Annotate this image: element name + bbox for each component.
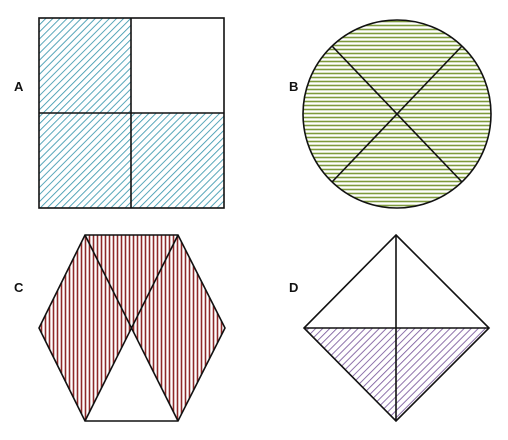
hexagon-divider-2	[84, 234, 179, 422]
panel-label-a: A	[14, 79, 24, 94]
hexagon-part-top	[85, 235, 178, 328]
square-part-bottom-right	[131, 113, 224, 208]
panel-label-d: D	[289, 280, 299, 295]
shape-b-circle	[302, 19, 492, 209]
shape-a-square	[38, 17, 225, 209]
hexagon-part-bottom	[85, 328, 178, 421]
shape-c-hexagon	[38, 234, 226, 422]
square-part-bottom-left	[39, 113, 131, 208]
square-part-top-right	[131, 18, 224, 113]
shape-d-rhombus	[302, 233, 491, 423]
panel-label-c: C	[14, 280, 24, 295]
circle-diagonal-divider-2	[331, 45, 463, 183]
circle-outline	[302, 19, 492, 209]
panel-label-b: B	[289, 79, 299, 94]
square-part-top-left	[39, 18, 131, 113]
